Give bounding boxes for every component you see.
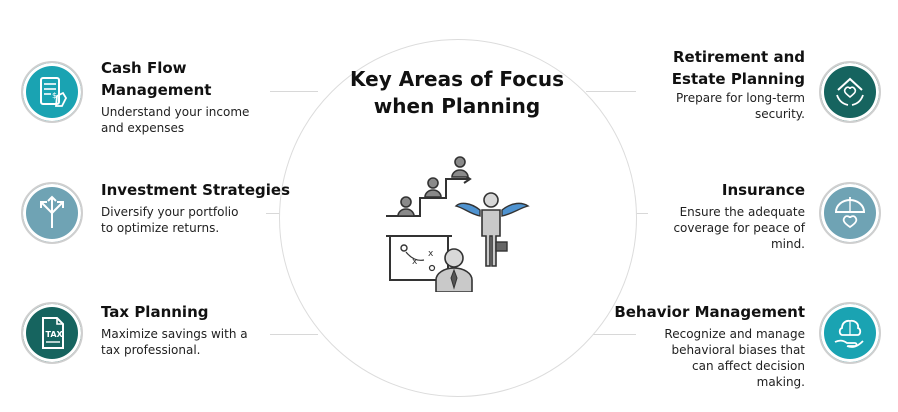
strategy-board-icon: x x [386,235,452,281]
cash-flow-description: Understand your income and expenses [101,104,297,136]
behavior-title: Behavior Management [614,303,805,321]
tax-document-icon: TAX [42,317,64,349]
budget-document-icon: $ [40,77,68,107]
investment-icon-circle [21,182,83,244]
description-line: and expenses [101,121,185,135]
insurance-description: Ensure the adequate coverage for peace o… [609,204,805,252]
description-line: can affect decision [692,359,805,373]
connector-line-insurance [634,213,648,214]
svg-text:$: $ [52,91,57,100]
title-line: Retirement and [672,48,805,66]
behavior-item: Behavior Management Recognize and manage… [609,301,805,390]
tax-description: Maximize savings with a tax professional… [101,326,297,358]
cash-flow-item: Cash Flow Management Understand your inc… [101,57,297,136]
connector-line-cash-flow [270,91,318,92]
person-icon [424,177,442,198]
investment-description: Diversify your portfolio to optimize ret… [101,204,297,236]
svg-text:x: x [428,249,434,259]
center-circle [279,39,637,397]
investment-title: Investment Strategies [101,181,291,199]
description-line: Recognize and manage [664,327,805,341]
description-line: Maximize savings with a [101,327,248,341]
umbrella-heart-icon [834,197,866,229]
house-hands-heart-icon [836,77,864,106]
investment-item: Investment Strategies Diversify your por… [101,179,297,236]
tax-title: Tax Planning [101,303,209,321]
description-line: security. [754,107,805,121]
brain-hand-icon [834,319,864,348]
center-title-line-1: Key Areas of Focus [350,67,564,91]
insurance-icon-circle [819,182,881,244]
cash-flow-title: Cash Flow Management [101,59,212,99]
description-line: behavioral biases that [671,343,805,357]
description-line: making. [756,375,805,389]
description-line: tax professional. [101,343,201,357]
retirement-icon-circle [819,61,881,123]
retirement-title: Retirement and Estate Planning [609,46,805,90]
connector-line-investment [266,213,280,214]
description-line: Prepare for long-term [676,91,805,105]
center-title: Key Areas of Focus when Planning [330,66,584,120]
connector-line-tax [270,334,318,335]
tax-icon-circle: TAX [21,302,83,364]
description-line: Understand your income [101,105,250,119]
retirement-item: Retirement and Estate Planning Prepare f… [609,46,805,122]
person-icon [451,156,469,178]
svg-text:TAX: TAX [46,330,64,339]
behavior-icon-circle [819,302,881,364]
description-line: Ensure the adequate [679,205,805,219]
description-line: mind. [770,237,805,251]
tax-item: Tax Planning Maximize savings with a tax… [101,301,297,358]
connector-line-behavior [586,334,636,335]
behavior-description: Recognize and manage behavioral biases t… [609,326,805,390]
diverging-arrows-icon [40,195,64,228]
description-line: to optimize returns. [101,221,220,235]
insurance-title: Insurance [721,181,805,199]
connector-line-retirement [586,91,636,92]
presenter-icon [435,248,473,292]
insurance-item: Insurance Ensure the adequate coverage f… [609,179,805,252]
svg-text:x: x [412,257,418,267]
description-line: Diversify your portfolio [101,205,239,219]
planning-illustration: x x [386,156,530,292]
description-line: coverage for peace of [673,221,805,235]
center-title-line-2: when Planning [373,94,541,118]
winged-businessman-icon [454,192,530,267]
cash-flow-icon-circle: $ [21,61,83,123]
person-icon [397,196,415,217]
title-line: Estate Planning [671,70,805,88]
retirement-description: Prepare for long-term security. [609,90,805,122]
